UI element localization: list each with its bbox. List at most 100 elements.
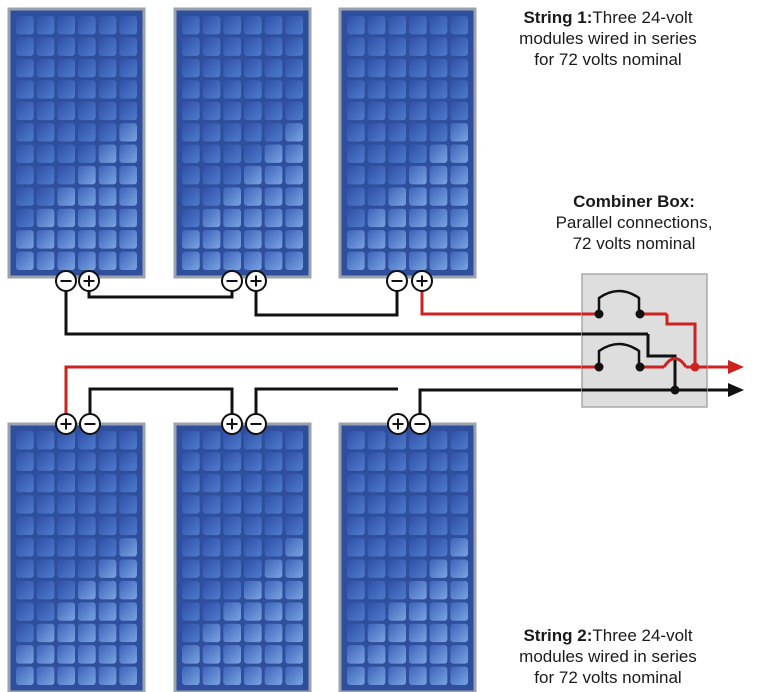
solar-cell — [57, 123, 75, 142]
solar-cell — [36, 144, 55, 163]
solar-cell — [98, 58, 117, 78]
solar-cell — [285, 101, 303, 121]
solar-cell — [244, 251, 262, 270]
solar-cell — [57, 144, 75, 163]
solar-cell — [182, 37, 200, 56]
solar-cell — [119, 623, 137, 643]
solar-cell — [36, 251, 55, 270]
solar-cell — [429, 208, 448, 228]
solar-cell — [98, 580, 117, 600]
solar-cell — [223, 58, 241, 78]
solar-cell — [36, 559, 55, 578]
solar-cell — [223, 144, 241, 163]
solar-cell — [347, 230, 365, 249]
solar-cell — [223, 187, 241, 206]
solar-cell — [78, 495, 96, 514]
solar-cell — [264, 165, 283, 185]
positive-terminal-icon — [245, 270, 267, 292]
solar-cell — [285, 165, 303, 185]
solar-cell — [388, 101, 406, 121]
solar-cell — [347, 623, 365, 643]
solar-cell — [78, 431, 96, 450]
solar-cell — [202, 495, 221, 514]
breaker-2-switch — [597, 342, 641, 364]
solar-cell — [367, 645, 386, 664]
solar-cell — [264, 623, 283, 643]
solar-cell — [78, 251, 96, 270]
solar-cell — [409, 123, 427, 142]
solar-cell — [264, 452, 283, 471]
solar-cell — [182, 431, 200, 450]
solar-cell — [429, 165, 448, 185]
solar-cell — [264, 187, 283, 206]
string2-panel-3 — [338, 422, 477, 692]
solar-cell — [347, 645, 365, 664]
solar-cell — [450, 623, 468, 643]
solar-panels — [7, 7, 477, 692]
solar-cell — [16, 495, 34, 514]
combiner-box-body — [581, 273, 708, 408]
solar-cell — [182, 230, 200, 249]
solar-cell — [119, 666, 137, 685]
solar-cell — [98, 516, 117, 536]
solar-cell — [450, 101, 468, 121]
solar-cell — [388, 230, 406, 249]
black-output-arrow — [728, 383, 744, 397]
solar-cell — [244, 495, 262, 514]
solar-cell — [78, 58, 96, 78]
solar-cell — [57, 473, 75, 493]
solar-cell — [119, 580, 137, 600]
string1-panel-1 — [7, 7, 146, 279]
solar-cell — [119, 559, 137, 578]
solar-cell — [119, 208, 137, 228]
solar-cell — [119, 473, 137, 493]
solar-cell — [429, 251, 448, 270]
solar-cell — [347, 187, 365, 206]
solar-cell — [388, 602, 406, 621]
solar-cell — [264, 58, 283, 78]
solar-cell — [223, 101, 241, 121]
solar-cell — [119, 495, 137, 514]
solar-cell — [244, 165, 262, 185]
solar-cell — [78, 123, 96, 142]
solar-cell — [98, 251, 117, 270]
solar-cell — [16, 538, 34, 557]
solar-cell — [409, 208, 427, 228]
solar-cell — [367, 495, 386, 514]
solar-cell — [367, 16, 386, 35]
solar-cell — [57, 431, 75, 450]
combiner-line1: Parallel connections, — [555, 213, 713, 232]
solar-cell — [182, 516, 200, 536]
solar-cell — [285, 452, 303, 471]
solar-cell — [388, 473, 406, 493]
solar-cell — [388, 645, 406, 664]
solar-cell — [202, 16, 221, 35]
solar-cell — [409, 623, 427, 643]
string2-line2: modules wired in series — [519, 647, 697, 666]
string1-panel-2 — [173, 7, 312, 279]
solar-cell — [450, 538, 468, 557]
solar-cell — [119, 101, 137, 121]
solar-cell — [119, 230, 137, 249]
solar-cell — [223, 623, 241, 643]
solar-cell — [409, 495, 427, 514]
solar-cell — [16, 187, 34, 206]
solar-cell — [57, 101, 75, 121]
breaker-2-terminal-in — [594, 362, 604, 372]
solar-cell — [119, 516, 137, 536]
solar-cell — [78, 37, 96, 56]
solar-cell — [223, 602, 241, 621]
solar-cell — [285, 516, 303, 536]
solar-cell — [409, 37, 427, 56]
solar-cell — [98, 144, 117, 163]
solar-cell — [285, 473, 303, 493]
solar-cell — [388, 538, 406, 557]
solar-cell — [202, 187, 221, 206]
solar-cell — [285, 144, 303, 163]
solar-cell — [78, 80, 96, 99]
solar-cell — [78, 187, 96, 206]
terminals — [55, 270, 433, 435]
solar-cell — [223, 208, 241, 228]
solar-cell — [409, 431, 427, 450]
solar-cell — [36, 452, 55, 471]
